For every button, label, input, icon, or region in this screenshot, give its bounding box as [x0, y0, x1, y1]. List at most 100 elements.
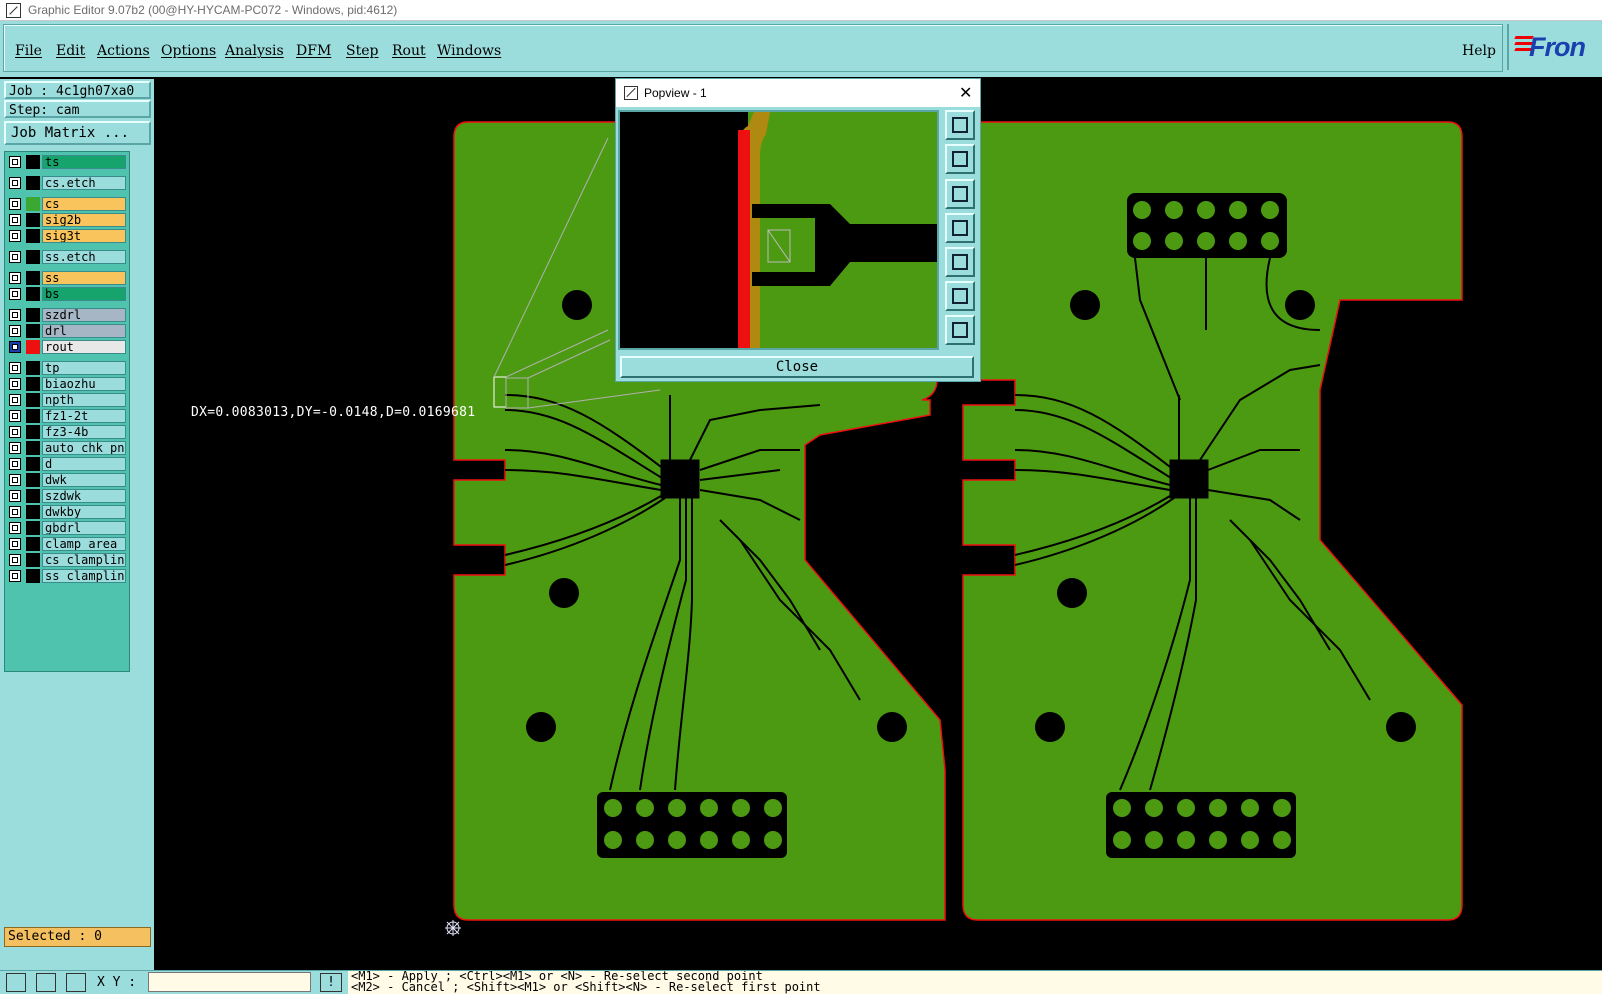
layer-row-d[interactable]: d	[8, 457, 126, 471]
menu-dfm[interactable]: DFM	[296, 43, 332, 59]
layer-color-swatch	[26, 361, 40, 375]
menu-actions[interactable]: Actions	[97, 43, 150, 59]
layer-row-ts[interactable]: ts	[8, 155, 126, 169]
layer-name: gbdrl	[42, 521, 126, 535]
job-matrix-button[interactable]: Job Matrix ...	[4, 121, 151, 145]
layer-name: clamp_area	[42, 537, 126, 551]
layer-checkbox[interactable]	[9, 442, 21, 454]
layer-checkbox[interactable]	[9, 506, 21, 518]
layer-name: cs.etch	[42, 176, 126, 190]
popview-close-button[interactable]: Close	[620, 356, 974, 378]
grid-tool-button[interactable]	[66, 973, 86, 992]
layer-checkbox[interactable]	[9, 309, 21, 321]
layer-name: szdwk	[42, 489, 126, 503]
layer-checkbox[interactable]	[9, 538, 21, 550]
layer-row-cs[interactable]: cs	[8, 197, 126, 211]
layer-row-dwk[interactable]: dwk	[8, 473, 126, 487]
layer-row-sig3t[interactable]: sig3t	[8, 229, 126, 243]
layer-checkbox[interactable]	[9, 426, 21, 438]
layer-row-fz1-2t[interactable]: fz1-2t	[8, 409, 126, 423]
xy-input[interactable]	[148, 972, 311, 992]
layer-checkbox[interactable]	[9, 288, 21, 300]
arrow-down-icon	[952, 186, 968, 202]
pan-up-button[interactable]	[945, 144, 975, 174]
layer-row-bs[interactable]: bs	[8, 287, 126, 301]
layer-checkbox[interactable]	[9, 522, 21, 534]
layer-checkbox[interactable]	[9, 251, 21, 263]
menu-file[interactable]: File	[15, 43, 42, 59]
menu-bar: File Edit Actions Options Analysis DFM S…	[0, 21, 1602, 79]
zoom-home-button[interactable]	[945, 110, 975, 140]
layer-row-szdwk[interactable]: szdwk	[8, 489, 126, 503]
layer-row-cs_clampline[interactable]: cs_clampline	[8, 553, 126, 567]
popview-zoom-view[interactable]	[618, 110, 939, 350]
layer-color-swatch	[26, 569, 40, 583]
layer-row-gbdrl[interactable]: gbdrl	[8, 521, 126, 535]
snap-tool-button[interactable]	[6, 973, 26, 992]
layer-checkbox[interactable]	[9, 474, 21, 486]
layer-checkbox[interactable]	[9, 570, 21, 582]
layer-row-tp[interactable]: tp	[8, 361, 126, 375]
pan-left-button[interactable]	[945, 213, 975, 243]
layer-row-npth[interactable]: npth	[8, 393, 126, 407]
layer-row-auto_chk_pnl[interactable]: auto_chk_pnl	[8, 441, 126, 455]
menu-help[interactable]: Help	[1462, 43, 1496, 59]
arrow-right-icon	[952, 254, 968, 270]
left-mounting-holes	[526, 290, 907, 742]
zoom-in-button[interactable]	[945, 281, 975, 311]
layer-checkbox[interactable]	[9, 378, 21, 390]
layer-name: cs_clampline	[42, 553, 126, 567]
menu-edit[interactable]: Edit	[56, 43, 86, 59]
layer-row-clamp_area[interactable]: clamp_area	[8, 537, 126, 551]
measure-tool-button[interactable]	[36, 973, 56, 992]
popview-drawing	[620, 112, 937, 348]
layer-row-ss_clampline[interactable]: ss_clampline	[8, 569, 126, 583]
layer-row-sig2b[interactable]: sig2b	[8, 213, 126, 227]
menu-step[interactable]: Step	[346, 43, 379, 59]
layer-checkbox[interactable]	[9, 177, 21, 189]
close-icon[interactable]: ✕	[959, 85, 973, 102]
layer-checkbox[interactable]	[9, 325, 21, 337]
layer-row-rout[interactable]: rout	[8, 340, 126, 354]
layer-name: ss_clampline	[42, 569, 126, 583]
popview-title-bar[interactable]: Popview - 1 ✕	[616, 79, 980, 107]
layer-checkbox[interactable]	[9, 272, 21, 284]
layer-checkbox[interactable]	[9, 554, 21, 566]
layer-row-szdrl[interactable]: szdrl	[8, 308, 126, 322]
layer-row-fz3-4b[interactable]: fz3-4b	[8, 425, 126, 439]
layer-row-dwkby[interactable]: dwkby	[8, 505, 126, 519]
menu-analysis[interactable]: Analysis	[225, 43, 284, 59]
layer-name: auto_chk_pnl	[42, 441, 126, 455]
window-title: Graphic Editor 9.07b2 (00@HY-HYCAM-PC072…	[28, 3, 398, 17]
layer-checkbox[interactable]	[9, 198, 21, 210]
zoom-out-button[interactable]	[945, 315, 975, 345]
layer-row-ss[interactable]: ss	[8, 271, 126, 285]
pan-down-button[interactable]	[945, 179, 975, 209]
popview-window[interactable]: Popview - 1 ✕ Close	[615, 78, 981, 382]
pan-right-button[interactable]	[945, 247, 975, 277]
layer-row-biaozhu[interactable]: biaozhu	[8, 377, 126, 391]
zoom-in-icon	[952, 288, 968, 304]
layer-checkbox[interactable]	[9, 230, 21, 242]
layer-checkbox[interactable]	[9, 156, 21, 168]
layer-color-swatch	[26, 197, 40, 211]
layer-row-ss.etch[interactable]: ss.etch	[8, 250, 126, 264]
layer-checkbox[interactable]	[9, 341, 21, 353]
layer-checkbox[interactable]	[9, 490, 21, 502]
layer-checkbox[interactable]	[9, 362, 21, 374]
layer-name: cs	[42, 197, 126, 211]
menu-options[interactable]: Options	[161, 43, 217, 59]
layer-row-drl[interactable]: drl	[8, 324, 126, 338]
layer-checkbox[interactable]	[9, 214, 21, 226]
alert-icon[interactable]: !	[320, 973, 342, 992]
menu-windows[interactable]: Windows	[437, 43, 502, 59]
measurement-readout: DX=0.0083013,DY=-0.0148,D=0.0169681	[191, 405, 476, 420]
layer-checkbox[interactable]	[9, 458, 21, 470]
layer-name: dwk	[42, 473, 126, 487]
layer-checkbox[interactable]	[9, 410, 21, 422]
popview-title: Popview - 1	[644, 86, 707, 100]
status-bar: X Y : ! <M1> - Apply ; <Ctrl><M1> or <N>…	[0, 970, 1602, 994]
menu-rout[interactable]: Rout	[392, 43, 426, 59]
layer-checkbox[interactable]	[9, 394, 21, 406]
layer-row-cs.etch[interactable]: cs.etch	[8, 176, 126, 190]
